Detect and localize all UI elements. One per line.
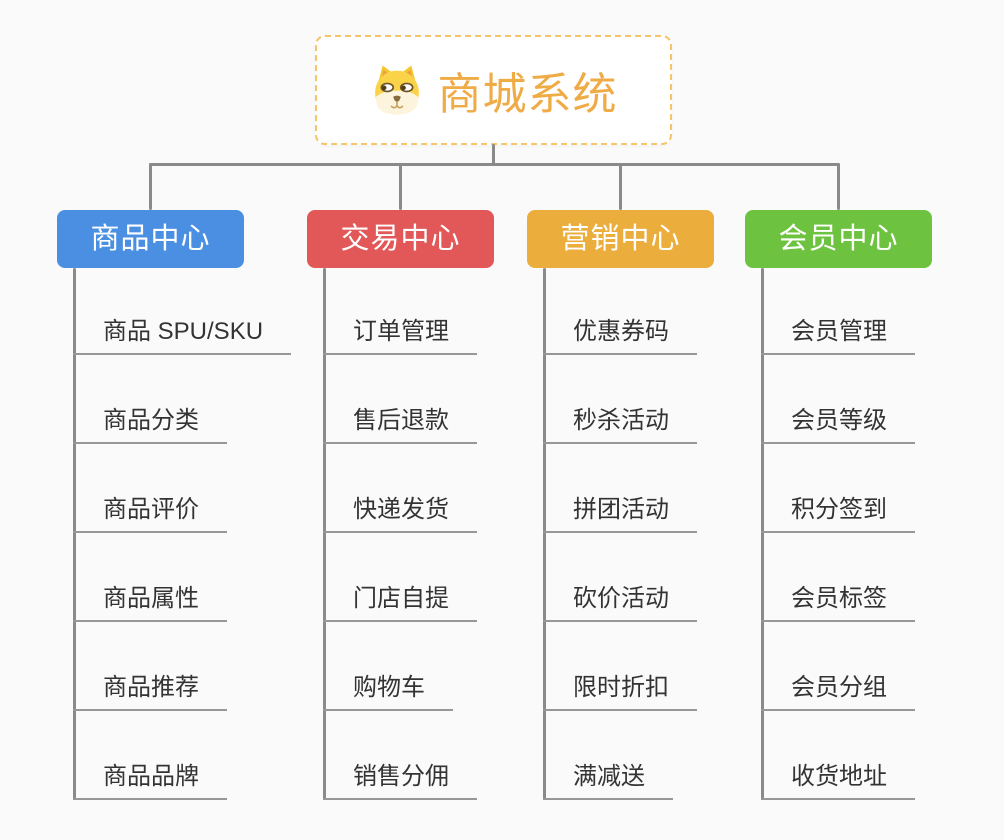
leaf-node[interactable]: 门店自提 (323, 584, 477, 622)
leaf-node[interactable]: 购物车 (323, 673, 453, 711)
leaf-node[interactable]: 收货地址 (761, 762, 915, 800)
connector-branch-drop (837, 163, 840, 210)
leaf-node[interactable]: 商品评价 (73, 495, 227, 533)
leaf-node[interactable]: 商品 SPU/SKU (73, 317, 292, 355)
leaf-node[interactable]: 销售分佣 (323, 762, 477, 800)
connector-branch-trunk (323, 268, 326, 800)
connector-root-stub (492, 144, 495, 166)
leaf-node[interactable]: 优惠券码 (543, 317, 697, 355)
leaf-node[interactable]: 秒杀活动 (543, 406, 697, 444)
leaf-node[interactable]: 砍价活动 (543, 584, 697, 622)
leaf-node[interactable]: 商品属性 (73, 584, 227, 622)
leaf-node[interactable]: 会员管理 (761, 317, 915, 355)
branch-node-1[interactable]: 商品中心 (57, 210, 244, 268)
connector-branch-trunk (761, 268, 764, 800)
leaf-node[interactable]: 售后退款 (323, 406, 477, 444)
leaf-node[interactable]: 限时折扣 (543, 673, 697, 711)
connector-branch-drop (149, 163, 152, 210)
leaf-node[interactable]: 拼团活动 (543, 495, 697, 533)
root-node[interactable]: 商城系统 (315, 35, 672, 145)
leaf-node[interactable]: 订单管理 (323, 317, 477, 355)
connector-horizontal-rail (149, 163, 840, 166)
branch-node-2[interactable]: 交易中心 (307, 210, 494, 268)
leaf-node[interactable]: 会员等级 (761, 406, 915, 444)
connector-branch-drop (399, 163, 402, 210)
leaf-node[interactable]: 商品分类 (73, 406, 227, 444)
root-title: 商城系统 (437, 70, 618, 119)
leaf-node[interactable]: 商品品牌 (73, 762, 227, 800)
leaf-node[interactable]: 会员标签 (761, 584, 915, 622)
connector-branch-trunk (73, 268, 76, 800)
branch-node-4[interactable]: 会员中心 (745, 210, 932, 268)
branch-node-3[interactable]: 营销中心 (527, 210, 714, 268)
leaf-node[interactable]: 积分签到 (761, 495, 915, 533)
dog-face-icon (374, 65, 419, 115)
leaf-node[interactable]: 满减送 (543, 762, 673, 800)
connector-branch-trunk (543, 268, 546, 800)
leaf-node[interactable]: 商品推荐 (73, 673, 227, 711)
connector-branch-drop (619, 163, 622, 210)
leaf-node[interactable]: 快递发货 (323, 495, 477, 533)
leaf-node[interactable]: 会员分组 (761, 673, 915, 711)
